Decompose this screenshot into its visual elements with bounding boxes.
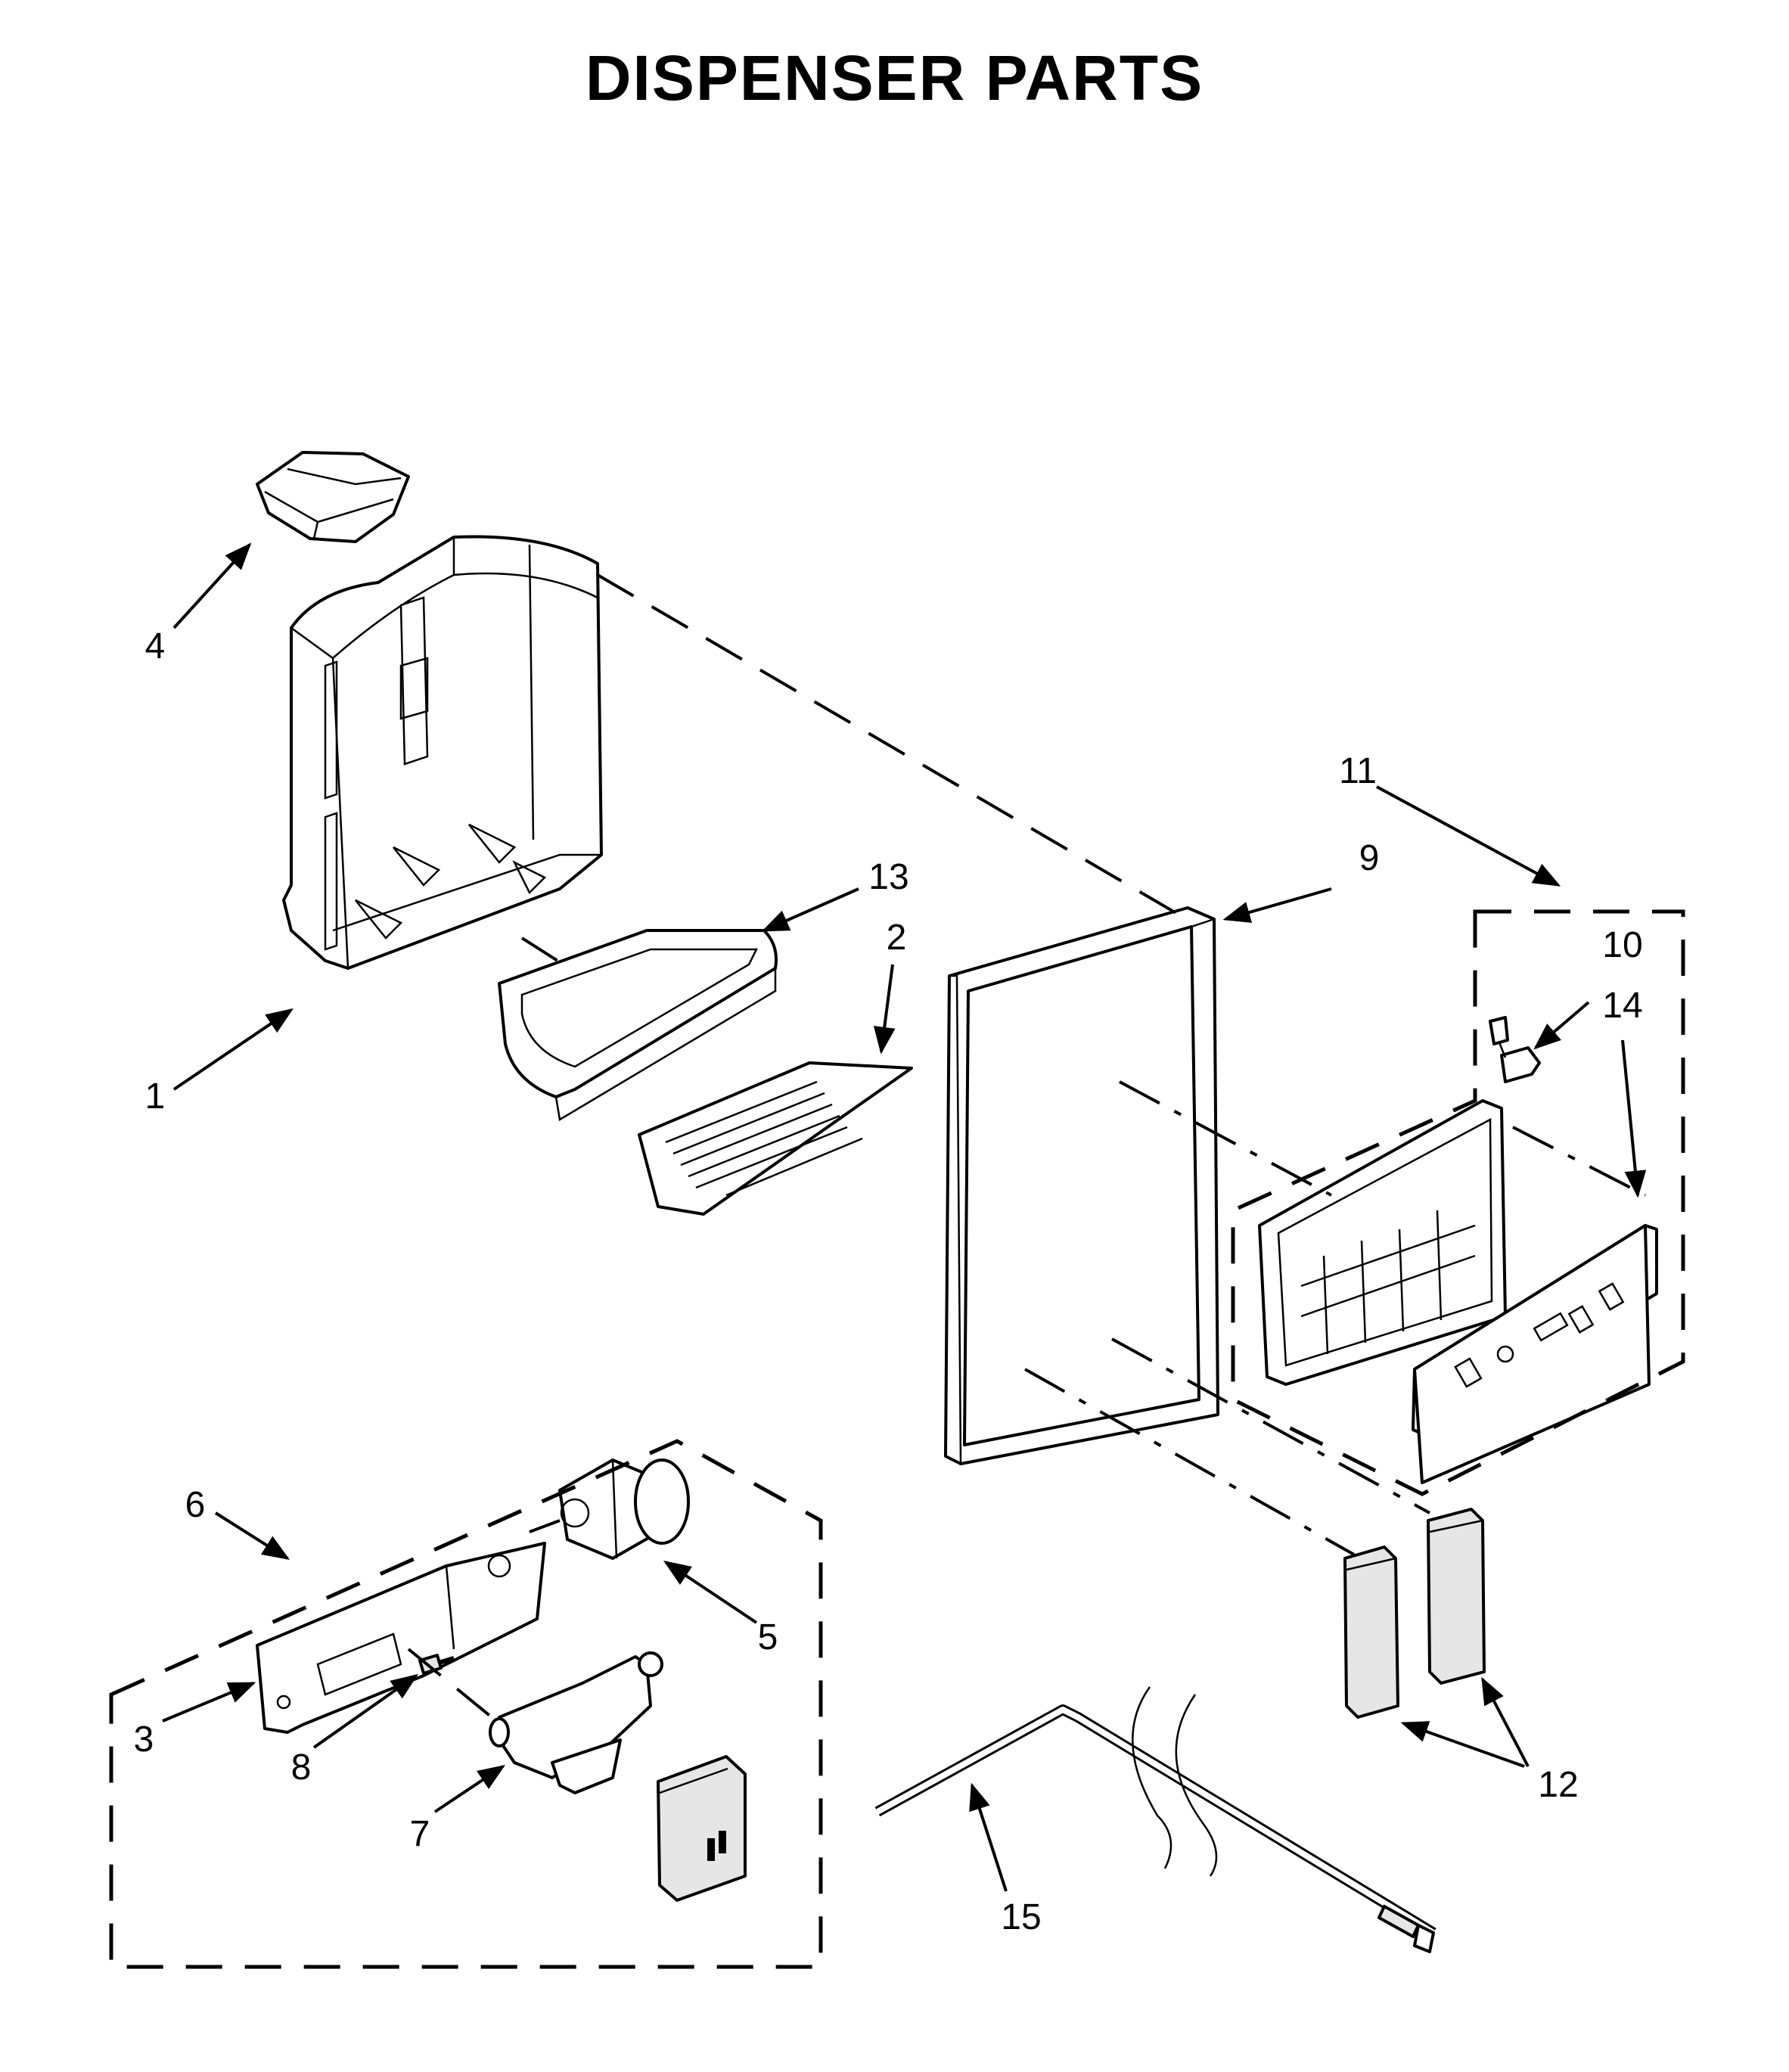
part-10-sensor xyxy=(1489,1016,1541,1083)
alignment-line-housing-frame xyxy=(596,573,1182,917)
callout-5: 5 xyxy=(758,1617,778,1657)
part-13-tray xyxy=(498,929,778,1122)
leader-12a xyxy=(1400,1721,1525,1768)
part-4-cup xyxy=(256,451,410,543)
part-1-housing xyxy=(282,535,603,970)
leader-5 xyxy=(663,1561,758,1624)
part-9-frame xyxy=(944,906,1219,1465)
callout-6: 6 xyxy=(185,1485,206,1525)
leader-9 xyxy=(1222,887,1332,923)
leader-15 xyxy=(969,1782,1008,1892)
callout-4: 4 xyxy=(145,626,166,666)
alignment-line-frame-board-top xyxy=(1119,1080,1332,1197)
callout-15: 15 xyxy=(1001,1897,1041,1937)
leader-14 xyxy=(1621,1039,1647,1198)
leader-8 xyxy=(312,1673,418,1749)
part-2-grille xyxy=(638,1061,913,1216)
part-7-actuator xyxy=(489,1651,663,1794)
part-11-control-board xyxy=(1258,1099,1507,1386)
alignment-line-motor-bracket xyxy=(529,1519,561,1533)
leader-3 xyxy=(162,1682,256,1723)
part-15-tube xyxy=(874,1686,1436,1953)
alignment-line-bracket-actuator xyxy=(407,1648,493,1719)
callout-10: 10 xyxy=(1602,925,1642,965)
leader-2 xyxy=(873,964,896,1055)
callout-8: 8 xyxy=(291,1747,312,1788)
callout-12: 12 xyxy=(1538,1765,1578,1805)
diagram-title: DISPENSER PARTS xyxy=(585,42,1204,113)
assembly-6-group-box xyxy=(109,1439,823,1969)
alignment-line-frame-paddle-left xyxy=(1024,1368,1355,1556)
leader-7 xyxy=(433,1765,505,1813)
alignment-line-board-panel xyxy=(1512,1126,1646,1197)
part-14-control-panel xyxy=(1412,1224,1658,1484)
leader-13 xyxy=(761,887,859,932)
leader-10 xyxy=(1533,1001,1590,1050)
part-5-motor xyxy=(558,1458,690,1560)
part-12-paddle-right xyxy=(1427,1508,1486,1685)
alignment-line-housing-tray xyxy=(520,937,565,966)
part-3-bracket xyxy=(256,1542,546,1734)
callout-14: 14 xyxy=(1602,986,1642,1026)
leader-4 xyxy=(172,542,252,629)
callout-3: 3 xyxy=(134,1719,154,1760)
callout-11: 11 xyxy=(1339,751,1377,791)
leader-12b xyxy=(1481,1676,1530,1767)
leader-11 xyxy=(1376,785,1561,887)
leader-6 xyxy=(214,1511,290,1560)
callout-9: 9 xyxy=(1359,838,1380,878)
callout-1: 1 xyxy=(145,1076,166,1117)
leader-1 xyxy=(172,1008,294,1091)
callout-13: 13 xyxy=(868,857,908,897)
part-clip-block xyxy=(657,1755,747,1902)
alignment-line-frame-paddle-right xyxy=(1111,1337,1430,1514)
callout-2: 2 xyxy=(887,918,907,958)
callout-7: 7 xyxy=(410,1814,430,1854)
part-8-screw xyxy=(418,1654,455,1675)
part-12-paddle-left xyxy=(1343,1545,1399,1719)
